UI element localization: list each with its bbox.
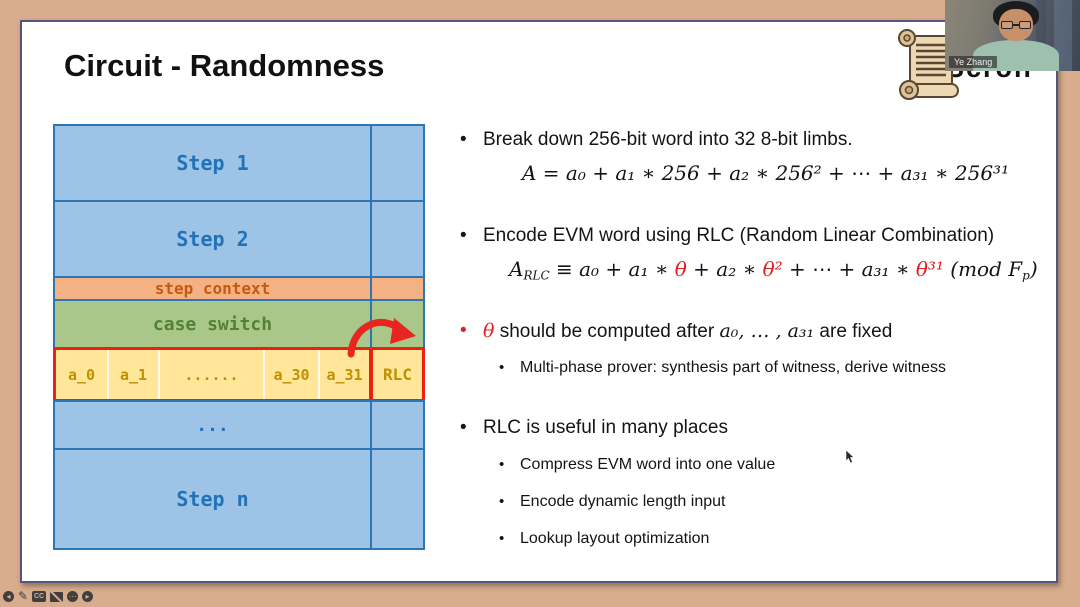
diagram-row-dots: ... <box>53 400 425 450</box>
stepn-cell: Step n <box>53 448 372 550</box>
limb-ellipsis: ...... <box>158 350 263 399</box>
stepn-side-cell <box>370 448 425 550</box>
step1-side-cell <box>370 124 425 202</box>
player-toolbar: ◂ ✎ CC ⋯ ▸ <box>3 589 94 603</box>
subbullet-lookup-layout: Lookup layout optimization <box>499 530 710 548</box>
diagram-row-limbs: a_0 a_1 ...... a_30 a_31 RLC <box>53 347 425 402</box>
camera-off-icon[interactable] <box>50 591 64 602</box>
step2-cell: Step 2 <box>53 200 372 278</box>
mouse-cursor <box>845 450 855 464</box>
diagram-row-step1: Step 1 <box>53 124 425 202</box>
limb-a0: a_0 <box>67 365 96 384</box>
step-context-side-cell <box>370 276 425 301</box>
bullet-encode-rlc: Encode EVM word using RLC (Random Linear… <box>460 225 994 247</box>
more-options-button[interactable]: ⋯ <box>67 591 79 602</box>
dots-cell: ... <box>53 400 372 450</box>
bullet-breakdown: Break down 256-bit word into 32 8-bit li… <box>460 129 853 151</box>
formula-limb-decomposition: A = a₀ + a₁ ∗ 256 + a₂ ∗ 256² + ⋯ + a₃₁ … <box>522 161 1010 185</box>
step-context-cell: step context <box>53 276 372 301</box>
subbullet-multiphase: Multi-phase prover: synthesis part of wi… <box>499 359 946 377</box>
closed-captions-button[interactable]: CC <box>32 591 47 602</box>
webcam-video-tile[interactable]: Ye Zhang <box>945 0 1080 71</box>
presentation-slide: Circuit - Randomness Step 1 Step 2 step … <box>20 20 1058 583</box>
next-button[interactable]: ▸ <box>82 591 94 602</box>
circuit-layout-diagram: Step 1 Step 2 step context case switch a… <box>53 124 425 550</box>
previous-button[interactable]: ◂ <box>3 591 14 602</box>
rlc-arrow-icon <box>347 318 416 358</box>
diagram-row-step2: Step 2 <box>53 200 425 278</box>
speaker-glasses <box>1001 21 1031 29</box>
step2-side-cell <box>370 200 425 278</box>
bullet-rlc-useful: RLC is useful in many places <box>460 417 728 439</box>
limb-a31: a_31 <box>318 350 369 399</box>
webcam-name-tag: Ye Zhang <box>949 56 998 68</box>
annotate-pen-icon[interactable]: ✎ <box>18 589 29 603</box>
diagram-row-step-context: step context <box>53 276 425 301</box>
step1-cell: Step 1 <box>53 124 372 202</box>
bullet-theta-fixed: θ should be computed after a₀, … , a₃₁ a… <box>460 320 892 343</box>
page-title: Circuit - Randomness <box>64 48 385 83</box>
case-switch-cell: case switch <box>53 299 372 349</box>
clipped-logo-text: Scroll <box>946 70 1056 82</box>
subbullet-dynamic-length: Encode dynamic length input <box>499 493 726 511</box>
limbs-row: a_0 a_1 ...... a_30 a_31 <box>53 347 372 402</box>
scroll-parchment-icon <box>898 29 959 100</box>
dots-side-cell <box>370 400 425 450</box>
webcam-background-band <box>1036 0 1046 71</box>
diagram-row-stepn: Step n <box>53 448 425 550</box>
limb-a1: a_1 <box>107 350 158 399</box>
limb-a30: a_30 <box>263 350 318 399</box>
subbullet-compress: Compress EVM word into one value <box>499 456 775 474</box>
formula-rlc: ARLC ≡ a₀ + a₁ ∗ θ + a₂ ∗ θ² + ⋯ + a₃₁ ∗… <box>509 257 1038 283</box>
